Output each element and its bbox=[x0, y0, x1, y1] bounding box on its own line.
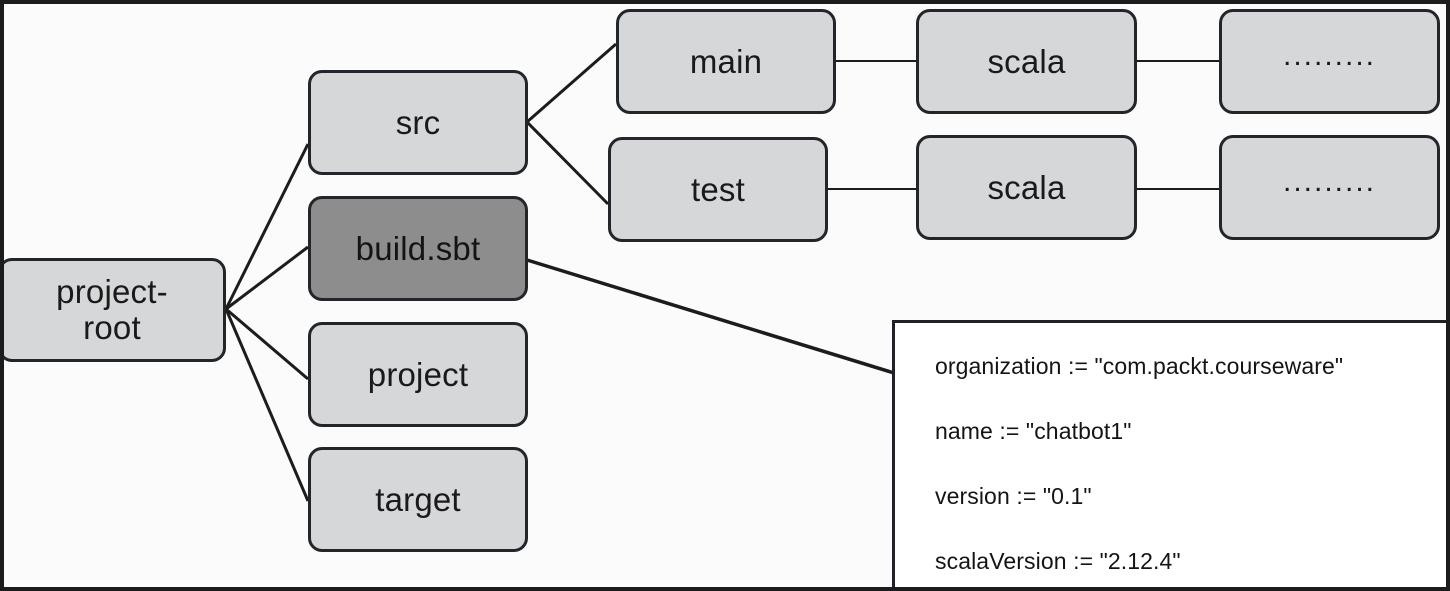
node-main[interactable]: main bbox=[616, 9, 836, 114]
node-scala-test-label: scala bbox=[987, 168, 1066, 206]
node-build-sbt[interactable]: build.sbt bbox=[308, 196, 528, 301]
node-test[interactable]: test bbox=[608, 137, 828, 242]
node-ellipsis-test[interactable]: ......... bbox=[1219, 135, 1440, 240]
node-project-root-label: project- root bbox=[56, 273, 168, 346]
edge-root-to-target bbox=[224, 308, 310, 502]
node-src-label: src bbox=[395, 103, 441, 141]
edge-src-to-test bbox=[525, 120, 610, 206]
node-target[interactable]: target bbox=[308, 447, 528, 552]
edge-root-to-project bbox=[225, 307, 309, 381]
node-ellipsis-test-label: ......... bbox=[1282, 165, 1376, 199]
code-line-organization: organization := "com.packt.courseware" bbox=[935, 353, 1344, 379]
edge-root-to-buildsbt bbox=[225, 245, 309, 311]
node-scala-main[interactable]: scala bbox=[916, 9, 1137, 114]
edge-src-to-main bbox=[526, 42, 617, 124]
node-test-label: test bbox=[691, 170, 745, 208]
node-scala-test[interactable]: scala bbox=[916, 135, 1137, 240]
edge-root-to-src bbox=[224, 143, 310, 310]
node-ellipsis-main-label: ......... bbox=[1282, 39, 1376, 73]
node-main-label: main bbox=[689, 42, 763, 80]
node-ellipsis-main[interactable]: ......... bbox=[1219, 9, 1440, 114]
node-src[interactable]: src bbox=[308, 70, 528, 175]
node-project-root[interactable]: project- root bbox=[4, 258, 226, 362]
node-project-label: project bbox=[367, 355, 469, 393]
node-scala-main-label: scala bbox=[987, 42, 1066, 80]
node-target-label: target bbox=[375, 480, 461, 518]
code-line-scala-version: scalaVersion := "2.12.4" bbox=[935, 548, 1181, 574]
node-project[interactable]: project bbox=[308, 322, 528, 427]
code-line-version: version := "0.1" bbox=[935, 483, 1092, 509]
build-sbt-code-box: organization := "com.packt.courseware" n… bbox=[892, 320, 1446, 587]
node-build-sbt-label: build.sbt bbox=[355, 229, 481, 267]
edge-buildsbt-to-codebox bbox=[526, 258, 895, 375]
code-line-name: name := "chatbot1" bbox=[935, 418, 1132, 444]
